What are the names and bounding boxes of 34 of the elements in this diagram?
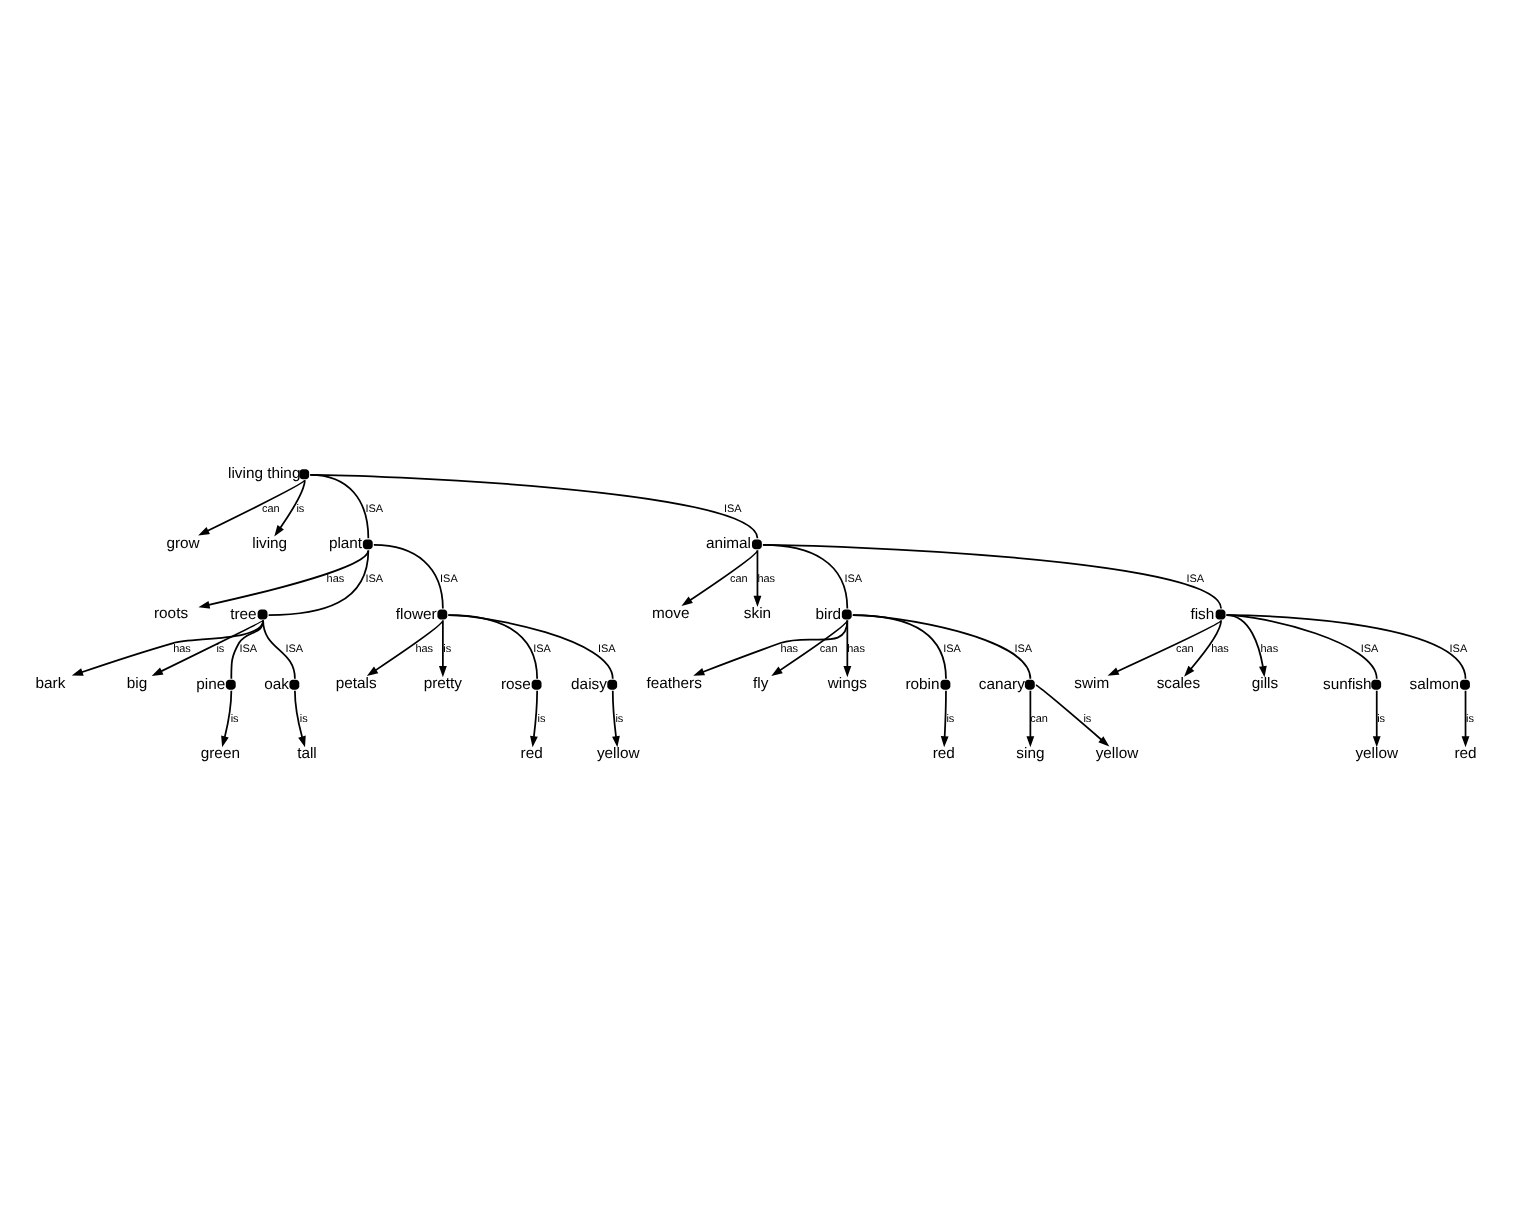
arrow <box>843 619 852 678</box>
connector <box>230 619 264 680</box>
arrow <box>198 479 306 536</box>
arrow <box>611 689 620 748</box>
connector <box>309 473 759 540</box>
connector <box>762 544 1222 610</box>
arrow <box>366 619 444 677</box>
arrow <box>940 689 949 748</box>
connector <box>267 549 370 616</box>
arrow <box>693 619 849 676</box>
arrow <box>1035 684 1110 747</box>
arrow <box>1225 614 1267 678</box>
arrow <box>151 619 264 676</box>
connector <box>372 544 444 610</box>
arrow <box>438 619 447 678</box>
arrow <box>274 479 306 537</box>
connector <box>851 614 1032 680</box>
arrow <box>1026 689 1035 748</box>
connector <box>1225 614 1467 680</box>
arrow <box>1184 619 1222 677</box>
connector <box>447 614 614 680</box>
arrow <box>753 549 762 608</box>
arrow <box>681 549 759 606</box>
arrow <box>221 689 233 748</box>
connector <box>1225 614 1378 680</box>
arrow <box>1372 689 1381 748</box>
arrow <box>1107 619 1222 676</box>
arrow <box>294 689 306 748</box>
arrow <box>771 619 849 677</box>
arrow <box>71 619 264 676</box>
arrow <box>530 689 538 748</box>
connector <box>262 619 296 680</box>
arrow <box>198 549 370 609</box>
arrow <box>1461 689 1470 748</box>
